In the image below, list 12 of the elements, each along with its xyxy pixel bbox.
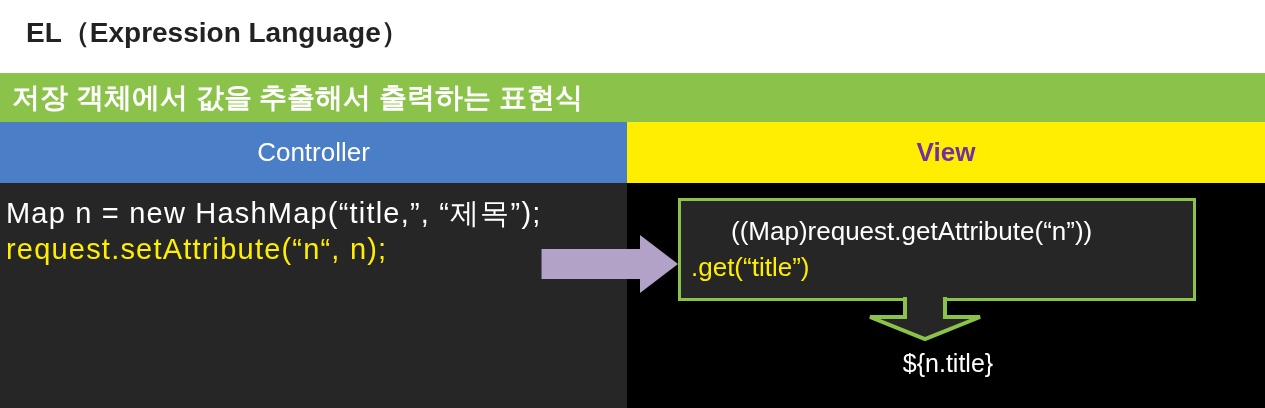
code-line: .get(“title”)	[691, 251, 810, 284]
code-line: ((Map)request.getAttribute(“n”))	[731, 215, 1093, 248]
code-line: request.setAttribute(“n“, n);	[6, 232, 388, 267]
title: EL（Expression Language）	[26, 16, 409, 50]
code-line: Map n = new HashMap(“title,”, “제목”);	[6, 196, 542, 231]
expression-text: ${n.title}	[868, 345, 1028, 381]
header-band: Controller	[0, 122, 627, 183]
code-box	[678, 198, 1196, 301]
block-arrow	[868, 295, 982, 342]
block-arrow	[541, 235, 678, 293]
header-band: 저장 객체에서 값을 추출해서 출력하는 표현식	[0, 73, 1265, 122]
header-band: View	[627, 122, 1265, 183]
